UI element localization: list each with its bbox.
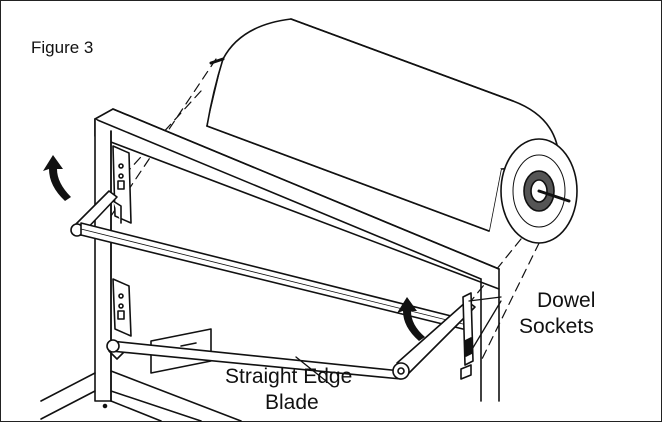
rotate-arrow-icon bbox=[43, 155, 71, 201]
dowel-sockets-label-line2: Sockets bbox=[519, 315, 594, 338]
paper-roll bbox=[206, 18, 578, 244]
left-upper-bracket bbox=[112, 145, 132, 224]
figure-title: Figure 3 bbox=[31, 38, 93, 57]
rotate-arrow-icon bbox=[397, 297, 425, 341]
dowel-sockets-label-line1: Dowel bbox=[537, 289, 595, 312]
lower-straight-edge-blade bbox=[106, 300, 476, 380]
callout-leaders bbox=[295, 296, 502, 386]
left-lower-bracket bbox=[112, 278, 132, 337]
straight-edge-blade-label-line1: Straight Edge bbox=[225, 365, 352, 388]
frame-bottom bbox=[40, 328, 242, 422]
frame-left-upright bbox=[94, 118, 112, 402]
straight-edge-blade-label-line2: Blade bbox=[265, 391, 319, 414]
right-dowel-socket-brackets bbox=[460, 292, 474, 380]
